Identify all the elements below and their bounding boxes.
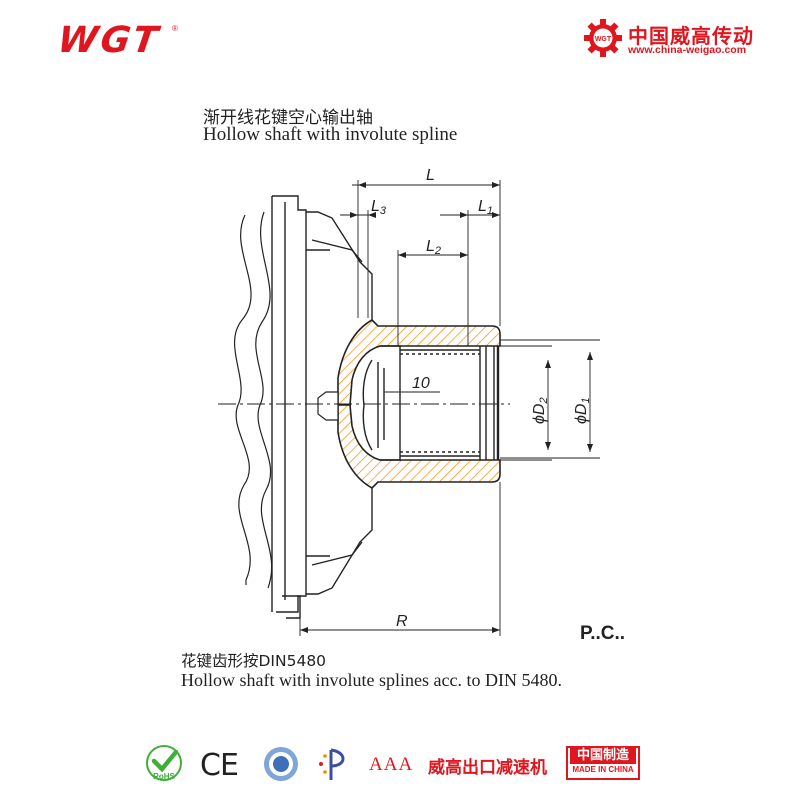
rohs-check-icon: RoHS (146, 745, 182, 781)
gear-badge-text: WGT (595, 36, 612, 43)
shaft-section-lower (337, 404, 501, 489)
brand-url[interactable]: www.china-weigao.com (628, 44, 747, 56)
brand-name-cn: 中国威高传动 (628, 26, 754, 48)
dim-L-label: L (426, 167, 435, 184)
housing-break-outline (233, 214, 252, 585)
ce-mark: CE (200, 748, 239, 783)
rohs-label: RoHS (153, 772, 175, 781)
dim-L3-label: L3 (371, 198, 387, 217)
footer-brand-cn: 威高出口减速机 (428, 758, 547, 778)
star-p-logo-icon (319, 748, 345, 780)
made-in-china-en: MADE IN CHINA (572, 765, 634, 774)
dim-R-label: R (396, 613, 408, 630)
dimension-lines-top (299, 180, 600, 636)
spline-note-cn: 花键齿形按DIN5480 (181, 652, 327, 670)
drawing-title-en: Hollow shaft with involute spline (203, 124, 458, 145)
shaft-section-upper (337, 319, 501, 406)
dimension-arrows (300, 182, 593, 633)
dim-L2-label: L2 (426, 238, 441, 257)
spline-bore (362, 345, 500, 461)
dim-L1-label: L1 (478, 198, 493, 217)
made-in-china-cn: 中国制造 (570, 748, 636, 764)
dim-D1-label: ϕD1 (573, 397, 592, 424)
housing-break-outline-2 (255, 211, 273, 589)
center-nub (317, 391, 339, 421)
gear-icon: WGT (584, 19, 622, 57)
aaa-rating: AAA (369, 754, 414, 775)
dim-10-label: 10 (412, 375, 430, 392)
dim-D2-label: ϕD2 (531, 397, 550, 424)
made-in-china-badge (566, 746, 640, 780)
registered-mark: ® (172, 24, 178, 33)
pc-label: P..C.. (580, 623, 626, 644)
spline-note-en: Hollow shaft with involute splines acc. … (181, 670, 562, 690)
cqc-badge-icon (264, 747, 298, 781)
drawing-title-cn: 渐开线花键空心输出轴 (203, 108, 373, 128)
